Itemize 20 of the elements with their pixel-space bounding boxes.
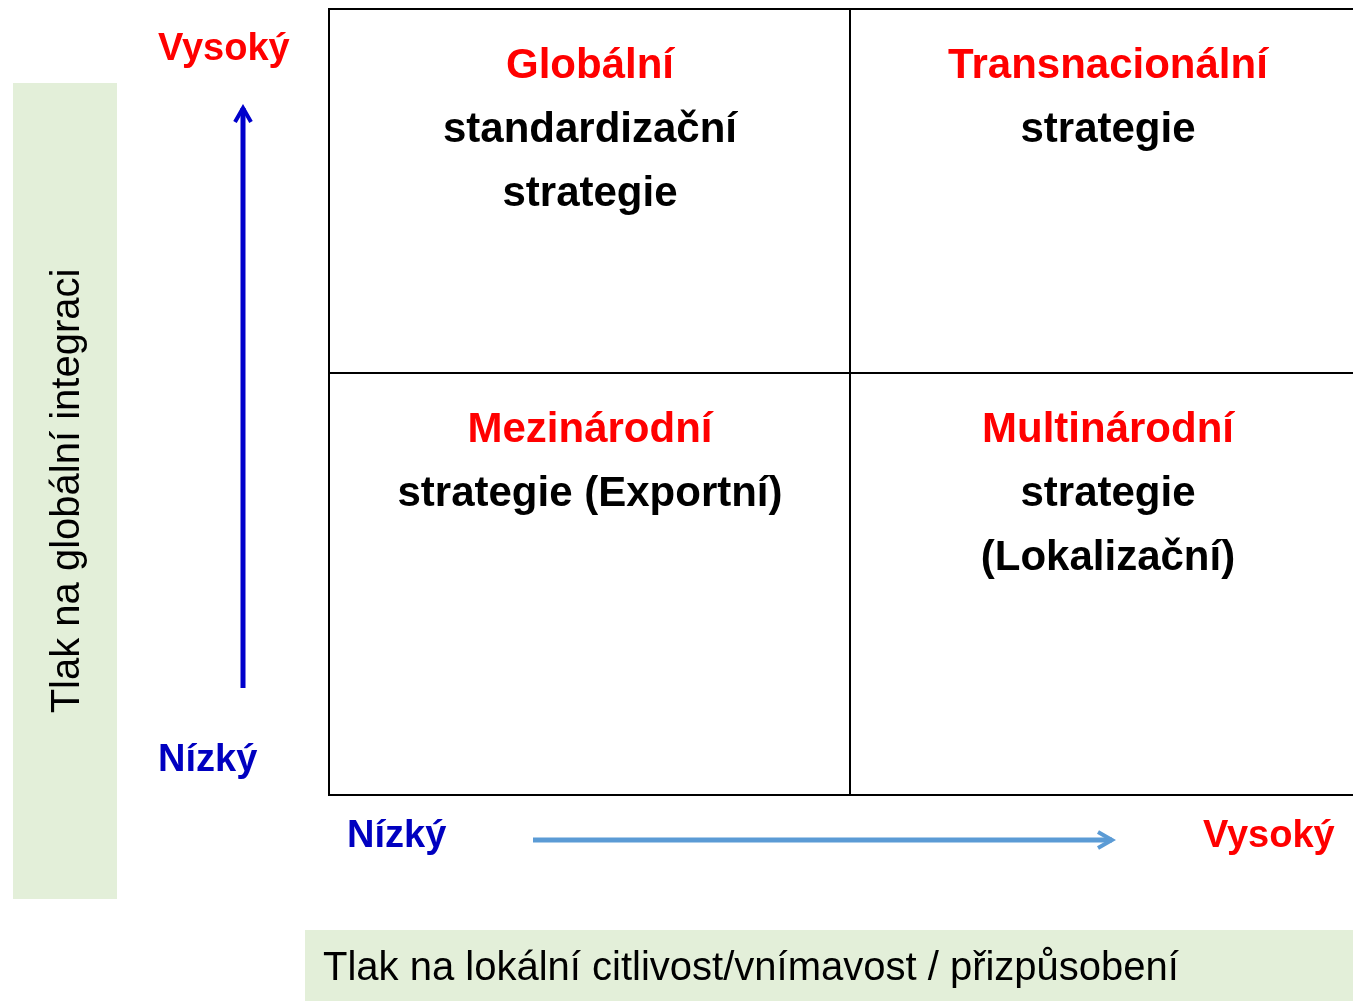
quadrant-box bbox=[849, 372, 1353, 796]
quadrant-text: strategie (Lokalizační) bbox=[979, 467, 1237, 581]
quadrant-box bbox=[849, 8, 1353, 374]
quadrant-title: Transnacionální bbox=[948, 39, 1268, 89]
quadrant-text: strategie (Exportní) bbox=[397, 467, 783, 517]
axis-title: Tlak na lokální citlivost/vnímavost / přizpůsobení bbox=[323, 943, 1179, 988]
quadrant-box bbox=[328, 372, 850, 796]
axis-level-label: Nízký bbox=[347, 813, 447, 856]
quadrant-title: Multinárodní bbox=[982, 403, 1234, 453]
axis-level-label: Vysoký bbox=[158, 26, 290, 69]
axis-title: Tlak na globální integraci bbox=[42, 268, 88, 714]
axis-title-band bbox=[305, 930, 1353, 1001]
quadrant-text: standardizační strategie bbox=[441, 103, 739, 217]
quadrant-title: Mezinárodní bbox=[467, 403, 713, 453]
axis-level-label: Vysoký bbox=[1203, 813, 1335, 856]
axis-title-band bbox=[13, 83, 117, 899]
quadrant-text: strategie bbox=[1020, 103, 1196, 153]
quadrant-title: Globální bbox=[506, 39, 674, 89]
quadrant-box bbox=[328, 8, 850, 374]
axis-level-label: Nízký bbox=[158, 737, 258, 780]
